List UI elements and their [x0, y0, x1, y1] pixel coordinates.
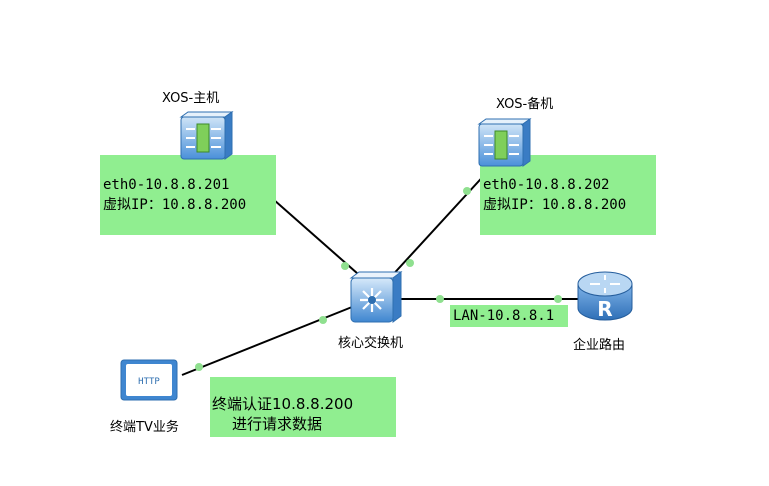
backup-vip-text: 虚拟IP：10.8.8.200 [483, 197, 627, 213]
link-endpoint [319, 316, 327, 324]
xos-master-label: XOS-主机 [162, 91, 220, 106]
link-endpoint [406, 259, 414, 267]
terminal-screen-text: HTTP [138, 377, 160, 387]
svg-text:R: R [597, 297, 612, 321]
terminal-info-note: 终端认证10.8.8.200 进行请求数据 [210, 377, 396, 437]
link-endpoint [436, 295, 444, 303]
terminal-request-text: 进行请求数据 [232, 415, 323, 433]
xos-backup-node[interactable] [476, 118, 532, 170]
router-icon: R [577, 271, 633, 321]
xos-backup-label: XOS-备机 [496, 97, 554, 112]
core-switch-label: 核心交换机 [338, 336, 404, 351]
terminal-label: 终端TV业务 [110, 420, 179, 435]
firewall-icon [477, 118, 532, 167]
router-label: 企业路由 [573, 338, 626, 353]
backup-info-note: eth0-10.8.8.202 虚拟IP：10.8.8.200 [480, 155, 656, 235]
terminal-auth-text: 终端认证10.8.8.200 [212, 395, 354, 413]
master-info-note: eth0-10.8.8.201 虚拟IP：10.8.8.200 [100, 155, 276, 235]
link-endpoint [195, 363, 203, 371]
lan-note: LAN-10.8.8.1 [450, 305, 568, 327]
core-switch-icon [349, 271, 403, 323]
router-node[interactable]: R [576, 270, 634, 324]
lan-ip-text: LAN-10.8.8.1 [453, 308, 555, 324]
master-eth0-text: eth0-10.8.8.201 [103, 177, 230, 193]
link-switch-terminal [181, 306, 353, 376]
http-terminal-icon: HTTP [120, 359, 178, 401]
link-endpoint [463, 187, 471, 195]
core-switch-node[interactable] [348, 270, 404, 326]
terminal-node[interactable]: HTTP [117, 356, 183, 406]
link-endpoint [341, 262, 349, 270]
master-vip-text: 虚拟IP：10.8.8.200 [103, 197, 247, 213]
xos-master-node[interactable] [178, 111, 234, 163]
backup-eth0-text: eth0-10.8.8.202 [483, 177, 610, 193]
firewall-icon [179, 111, 234, 160]
link-endpoint [554, 295, 562, 303]
